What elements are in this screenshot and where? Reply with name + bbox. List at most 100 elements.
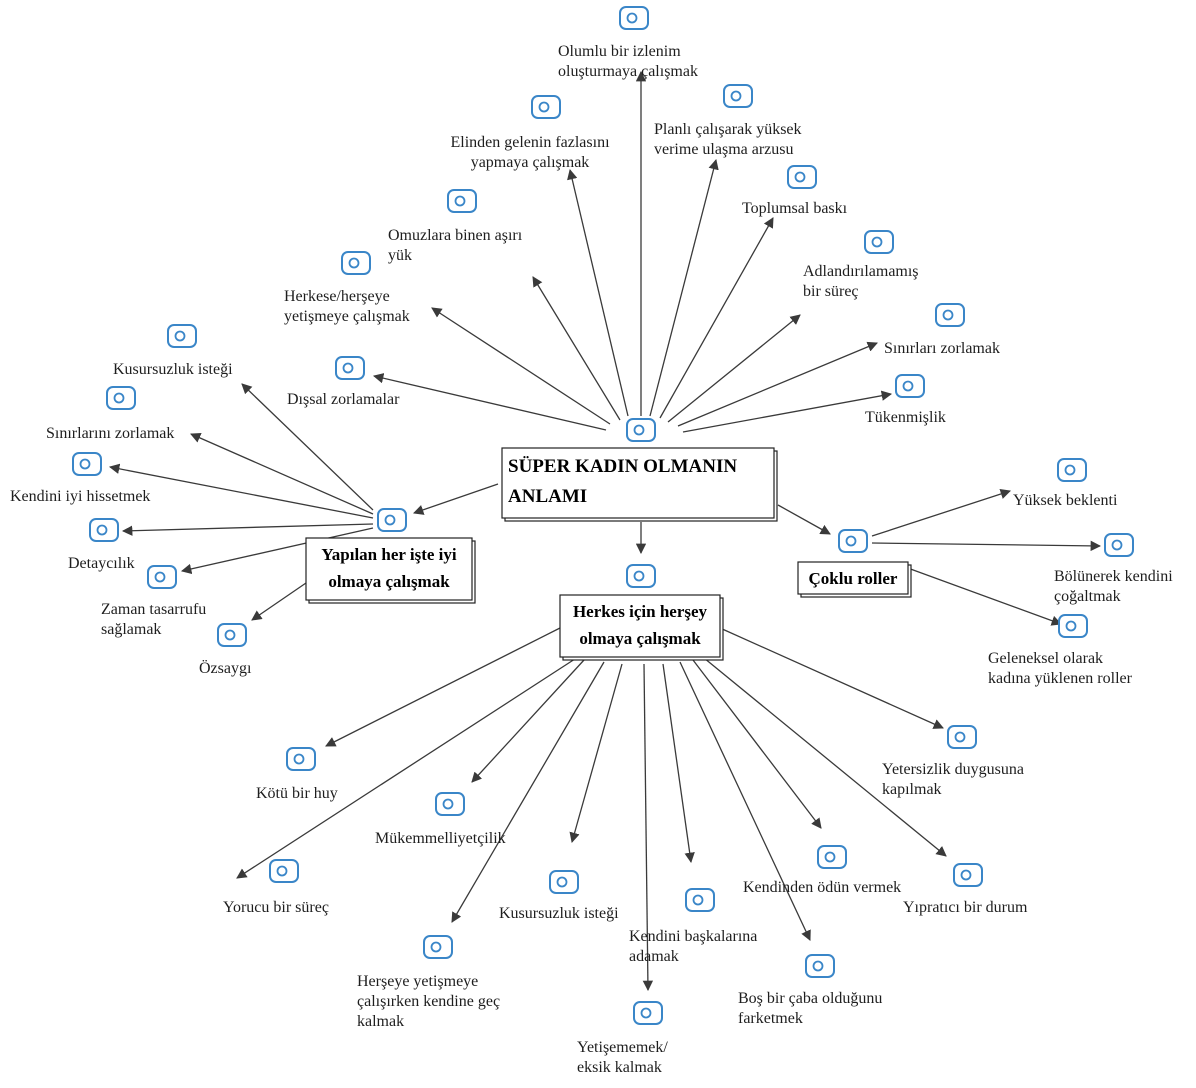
code-icon-elinden[interactable] [531,95,561,119]
code-icon-bos[interactable] [805,954,835,978]
code-icon-kusursuzluk2[interactable] [549,870,579,894]
code-label-yetisememek: Yetişememek/eksik kalmak [577,1039,668,1076]
category-box-yapilan-icon[interactable] [377,508,407,532]
arrow-connector [871,488,1011,537]
category-box-coklu-label: Çoklu roller [809,569,898,588]
arrow-connector [532,276,621,421]
code-icon-yetersizlik[interactable] [947,725,977,749]
arrow-connector [180,527,374,575]
edges-layer [108,70,1102,992]
code-label-yuksek: Yüksek beklenti [1013,492,1118,509]
code-icon-yuksek[interactable] [1057,458,1087,482]
code-label-kusursuzluk2: Kusursuzluk isteği [499,905,619,922]
code-icon-herkese[interactable] [341,251,371,275]
code-label-tukenmislik: Tükenmişlik [865,409,946,426]
code-icon-omuzlara[interactable] [447,189,477,213]
code-icon-herseye_yet[interactable] [423,935,453,959]
code-label-kotu: Kötü bir huy [256,785,338,802]
arrow-connector [108,463,374,519]
arrow-connector [662,663,695,864]
arrow-connector [471,659,585,783]
arrow-connector [236,656,579,879]
code-icon-kusursuzluk1[interactable] [167,324,197,348]
code-label-kusursuzluk1: Kusursuzluk isteği [113,361,233,378]
code-icon-zaman[interactable] [147,565,177,589]
arrow-connector [569,663,623,844]
arrow-connector [642,663,654,992]
code-icon-bolunerek[interactable] [1104,533,1134,557]
arrow-connector [703,657,947,857]
arrow-connector [121,523,374,536]
code-label-sinirlari_z: Sınırları zorlamak [884,340,1000,357]
code-label-detaycilik: Detaycılık [68,555,135,572]
code-label-sinirlarini: Sınırlarını zorlamak [46,425,174,442]
code-label-kendinden: Kendinden ödün vermek [743,879,901,896]
code-icon-mukemmel[interactable] [435,792,465,816]
code-icon-adlandirilamamis[interactable] [864,230,894,254]
arrow-connector [251,582,307,621]
code-label-kendini_iyi: Kendini iyi hissetmek [10,488,150,505]
code-icon-kendini_iyi[interactable] [72,452,102,476]
arrow-connector [413,483,499,515]
code-icon-kotu[interactable] [286,747,316,771]
arrow-connector [777,504,831,535]
code-label-yorucu: Yorucu bir süreç [223,899,329,916]
root-theme-box-icon[interactable] [626,418,656,442]
arrow-connector [567,168,629,417]
category-box-herkes-icon[interactable] [626,564,656,588]
icons-layer [72,6,1134,1025]
arrow-connector [682,390,893,433]
arrow-connector [659,217,774,419]
code-icon-kendini_bask[interactable] [685,888,715,912]
code-icon-geleneksel[interactable] [1058,614,1088,638]
arrow-connector [241,383,374,511]
code-icon-yorucu[interactable] [269,859,299,883]
code-icon-detaycilik[interactable] [89,518,119,542]
code-icon-yetisememek[interactable] [633,1001,663,1025]
code-icon-toplumsal[interactable] [787,165,817,189]
code-icon-sinirlarini[interactable] [106,386,136,410]
arrow-connector [451,661,605,923]
code-icon-tukenmislik[interactable] [895,374,925,398]
code-icon-ozsaygi[interactable] [217,623,247,647]
code-icon-planli[interactable] [723,84,753,108]
arrow-connector [190,433,374,515]
code-label-toplumsal: Toplumsal baskı [742,200,848,217]
code-icon-olumlu[interactable] [619,6,649,30]
arrow-connector [325,627,561,747]
code-icon-yipratici[interactable] [953,863,983,887]
code-icon-kendinden[interactable] [817,845,847,869]
code-icon-dissal[interactable] [335,356,365,380]
arrow-connector [431,307,611,425]
category-box-coklu-icon[interactable] [838,529,868,553]
arrow-connector [679,661,811,941]
category-box-coklu[interactable]: Çoklu roller [797,561,912,598]
arrow-connector [719,627,944,729]
code-label-dissal: Dışsal zorlamalar [287,391,400,408]
arrow-connector [372,373,607,431]
arrow-connector [677,341,878,427]
arrow-connector [692,659,822,829]
code-label-mukemmel: Mükemmelliyetçilik [375,830,506,847]
code-label-ozsaygi: Özsaygı [199,659,252,677]
code-label-yipratici: Yıpratıcı bir durum [903,899,1028,916]
code-icon-sinirlari_z[interactable] [935,303,965,327]
